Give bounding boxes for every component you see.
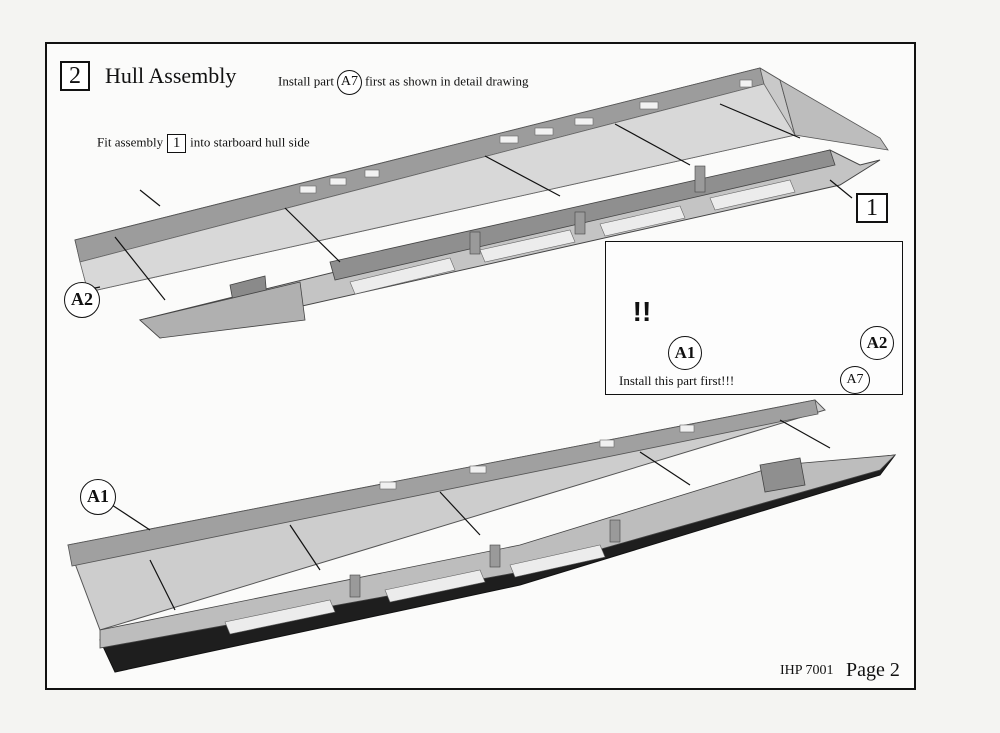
install-instruction-prefix: Install part [278, 73, 334, 89]
step-number-box: 2 [60, 61, 90, 91]
leader-lines-top [84, 103, 853, 301]
bow-superstructure [759, 457, 806, 493]
detail-callout-a2: A2 [860, 326, 894, 360]
lower-deck-pillars [349, 519, 621, 598]
stern-deck [139, 281, 306, 339]
detail-note: Install this part first!!! [619, 373, 735, 388]
assembly-1-label: 1 [167, 134, 187, 153]
page-number: Page 2 [846, 659, 900, 681]
hull-windows [299, 79, 753, 194]
port-hull-wall [67, 399, 819, 567]
product-code: IHP 7001 [780, 663, 834, 678]
starboard-bow [779, 79, 889, 151]
page-title: Hull Assembly [105, 63, 237, 88]
fit-instruction-suffix: into starboard hull side [190, 134, 310, 150]
detail-callout-a1: A1 [668, 336, 702, 370]
callout-a1: A1 [80, 479, 116, 515]
port-hull-windows [379, 424, 695, 490]
lower-deck-openings [224, 544, 606, 635]
warning-marks: !! [632, 296, 652, 327]
leader-lines-bottom [111, 419, 831, 611]
deck-openings [349, 179, 796, 295]
detail-callout-a7: A7 [840, 366, 870, 394]
part-a7-callout: A7 [336, 70, 362, 95]
fit-instruction-prefix: Fit assembly [97, 134, 164, 150]
deck-pillars [469, 165, 706, 255]
callout-a2: A2 [64, 282, 100, 318]
install-instruction-suffix: first as shown in detail drawing [364, 73, 529, 89]
assembly-1-callout: 1 [856, 193, 888, 223]
